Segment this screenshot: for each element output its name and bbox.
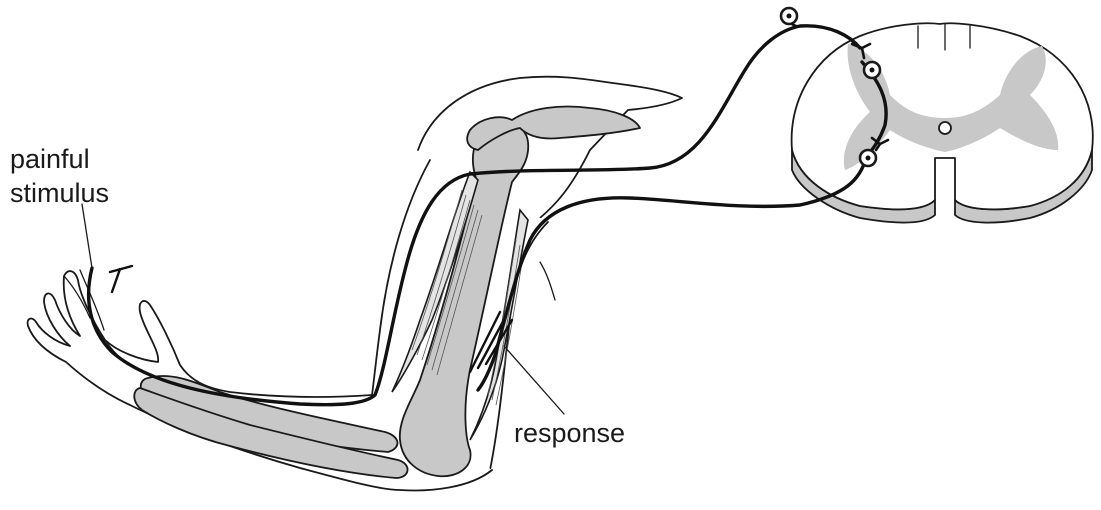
relay-cell-nucleus bbox=[870, 68, 875, 73]
response-leader-line bbox=[504, 346, 564, 414]
stimulus-label-line2: stimulus bbox=[10, 178, 109, 208]
stimulus-label-line1: painful bbox=[10, 144, 90, 174]
sensory-cell-stalk bbox=[792, 24, 800, 26]
motor-cell-nucleus bbox=[866, 156, 871, 161]
pin-icon bbox=[110, 266, 132, 292]
skin-fold bbox=[540, 262, 555, 300]
sensory-cell-nucleus bbox=[787, 14, 792, 19]
central-canal bbox=[939, 122, 951, 134]
stimulus-leader-line bbox=[82, 204, 92, 268]
response-label: response bbox=[514, 418, 625, 448]
